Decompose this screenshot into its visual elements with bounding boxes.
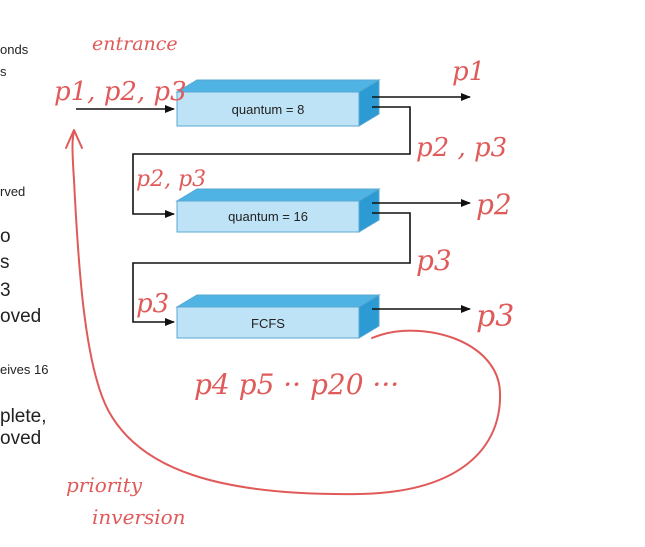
priority-loop-curve [71,131,502,496]
annotation-demote-q1: p3 [416,244,452,277]
queue-box-fcfs: FCFS [175,294,381,339]
queue-label: quantum = 8 [232,102,305,117]
annotation-out-q1: p2 [476,188,512,221]
annotation-priority: priority [66,473,143,497]
queue-box-quantum-8: quantum = 8 [175,79,381,127]
annotation-inversion: inversion [92,505,186,529]
arrow-demote-q0 [132,106,411,218]
slide-text-line: oved [0,428,42,449]
slide-text-line: rved [0,184,26,199]
queue-box-quantum-16: quantum = 16 [175,188,381,233]
slide-text-line: plete, [0,406,47,427]
queue-label: FCFS [251,316,285,331]
slide-text-line: o [0,226,11,247]
slide-text-line: onds [0,42,29,57]
arrow-demote-q1 [132,212,411,326]
slide-text-line: s [0,252,10,273]
queue-label: quantum = 16 [228,209,308,224]
annotation-into-q2: p3 [136,289,169,319]
annotation-into-q1: p2, p3 [136,167,206,192]
slide-text-line: 3 [0,280,11,301]
slide-text-line: s [0,64,7,79]
slide-text-line: oved [0,306,42,327]
annotation-incoming: p1, p2, p3 [54,77,187,107]
annotation-out-q0: p1 [452,57,485,87]
annotation-entrance: entrance [92,33,178,55]
priority-loop-arrowhead [65,129,83,149]
annotation-demote-q0: p2 , p3 [416,133,507,163]
annotation-waiting-processes: p4 p5 ·· p20 ··· [194,368,399,401]
annotation-out-q2: p3 [476,299,514,334]
slide-text-line: eives 16 [0,362,49,377]
